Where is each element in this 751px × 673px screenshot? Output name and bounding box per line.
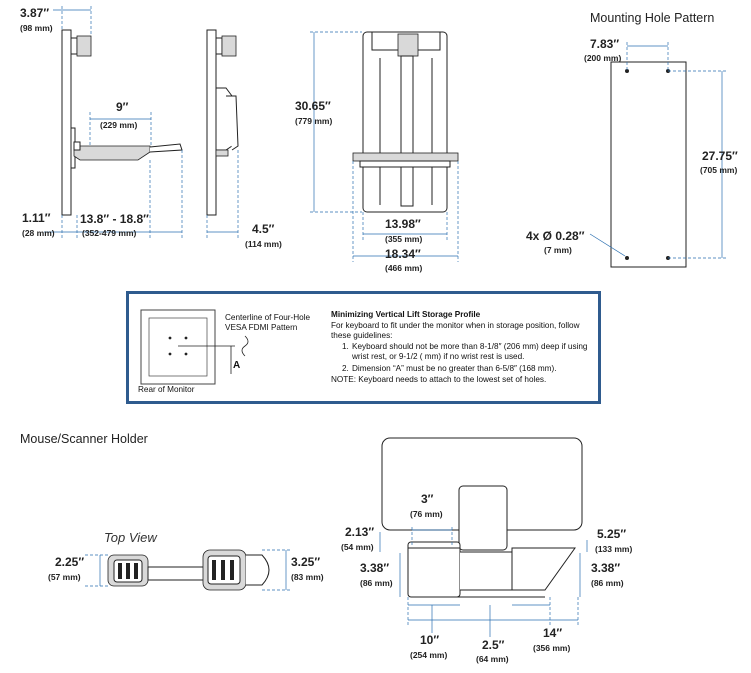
side-view-extended xyxy=(61,29,183,216)
note-item1-line2: wrist rest, or 9-1/2 ( mm) if no wrist r… xyxy=(352,352,525,361)
note-item1-line1: Keyboard should not be more than 8-1/8″ … xyxy=(352,342,588,351)
dim-14-mm: (356 mm) xyxy=(533,643,570,653)
dim-213-in: 2.13″ xyxy=(345,525,374,539)
dim-225-mm: (57 mm) xyxy=(48,572,81,582)
note-item1-number: 1. xyxy=(342,342,349,351)
dim-028-mm: (7 mm) xyxy=(544,245,572,255)
dim-028-in: 4x Ø 0.28″ xyxy=(526,229,585,243)
note-body-2: these guidelines: xyxy=(331,331,393,340)
dim-9-in: 9″ xyxy=(116,100,129,114)
dim-338-right-in: 3.38″ xyxy=(591,561,620,575)
dim-3065-mm: (779 mm) xyxy=(295,116,332,126)
mouse-scanner-header: Mouse/Scanner Holder xyxy=(20,432,148,446)
dim-3065-in: 30.65″ xyxy=(295,99,331,113)
dim-525-mm: (133 mm) xyxy=(595,544,632,554)
top-view-holder xyxy=(107,549,270,591)
dim-1834-in: 18.34″ xyxy=(385,247,421,261)
dim-2775-mm: (705 mm) xyxy=(700,165,737,175)
dim-25-mm: (64 mm) xyxy=(476,654,509,664)
dim-213-mm: (54 mm) xyxy=(341,542,374,552)
dim-9-mm: (229 mm) xyxy=(100,120,137,130)
dim-783-in: 7.83″ xyxy=(590,37,619,51)
dim-1834-mm: (466 mm) xyxy=(385,263,422,273)
dim-783-mm: (200 mm) xyxy=(584,53,621,63)
dim-338-left-mm: (86 mm) xyxy=(360,578,393,588)
dim-45-mm: (114 mm) xyxy=(245,239,282,249)
dim-225-in: 2.25″ xyxy=(55,555,84,569)
note-keyboard-attach: NOTE: Keyboard needs to attach to the lo… xyxy=(331,375,547,384)
rear-of-monitor-label: Rear of Monitor xyxy=(138,385,195,394)
storage-profile-note: Centerline of Four-Hole VESA FDMI Patter… xyxy=(126,291,601,404)
dim-525-in: 5.25″ xyxy=(597,527,626,541)
centerline-label-1: Centerline of Four-Hole xyxy=(225,313,311,322)
dim-325-mm: (83 mm) xyxy=(291,572,324,582)
dim-138-in: 13.8″ - 18.8″ xyxy=(80,212,149,226)
dim-14-in: 14″ xyxy=(543,626,562,640)
dim-387-in: 3.87″ xyxy=(20,6,49,20)
dim-2775-in: 27.75″ xyxy=(702,149,738,163)
dim-10-in: 10″ xyxy=(420,633,439,647)
mounting-hole-pattern-header: Mounting Hole Pattern xyxy=(590,11,714,25)
note-title: Minimizing Vertical Lift Storage Profile xyxy=(331,310,481,319)
dimension-a-label: A xyxy=(233,360,241,371)
note-item2-line1: Dimension “A” must be no greater than 6-… xyxy=(352,364,557,373)
centerline-label-2: VESA FDMI Pattern xyxy=(225,323,298,332)
dim-3-mm: (76 mm) xyxy=(410,509,443,519)
dim-138-mm: (352-479 mm) xyxy=(82,228,137,238)
dim-1398-in: 13.98″ xyxy=(385,217,421,231)
front-view xyxy=(352,31,459,213)
mount-hole xyxy=(625,256,629,260)
holder-front-view xyxy=(381,437,583,598)
note-body-1: For keyboard to fit under the monitor wh… xyxy=(331,321,580,330)
dim-338-right-mm: (86 mm) xyxy=(591,578,624,588)
dim-111-mm: (28 mm) xyxy=(22,228,55,238)
mounting-plate xyxy=(610,61,687,268)
dim-3-in: 3″ xyxy=(421,492,434,506)
dim-111-in: 1.11″ xyxy=(22,211,51,225)
dim-25-in: 2.5″ xyxy=(482,638,505,652)
top-view-label: Top View xyxy=(104,530,158,545)
rear-of-monitor-diagram xyxy=(140,309,249,385)
dim-325-in: 3.25″ xyxy=(291,555,320,569)
dim-338-left-in: 3.38″ xyxy=(360,561,389,575)
mount-hole xyxy=(625,69,629,73)
dim-10-mm: (254 mm) xyxy=(410,650,447,660)
side-view-storage xyxy=(206,29,239,216)
dim-45-in: 4.5″ xyxy=(252,222,275,236)
dim-387-mm: (98 mm) xyxy=(20,23,53,33)
note-item2-number: 2. xyxy=(342,364,349,373)
dim-1398-mm: (355 mm) xyxy=(385,234,422,244)
